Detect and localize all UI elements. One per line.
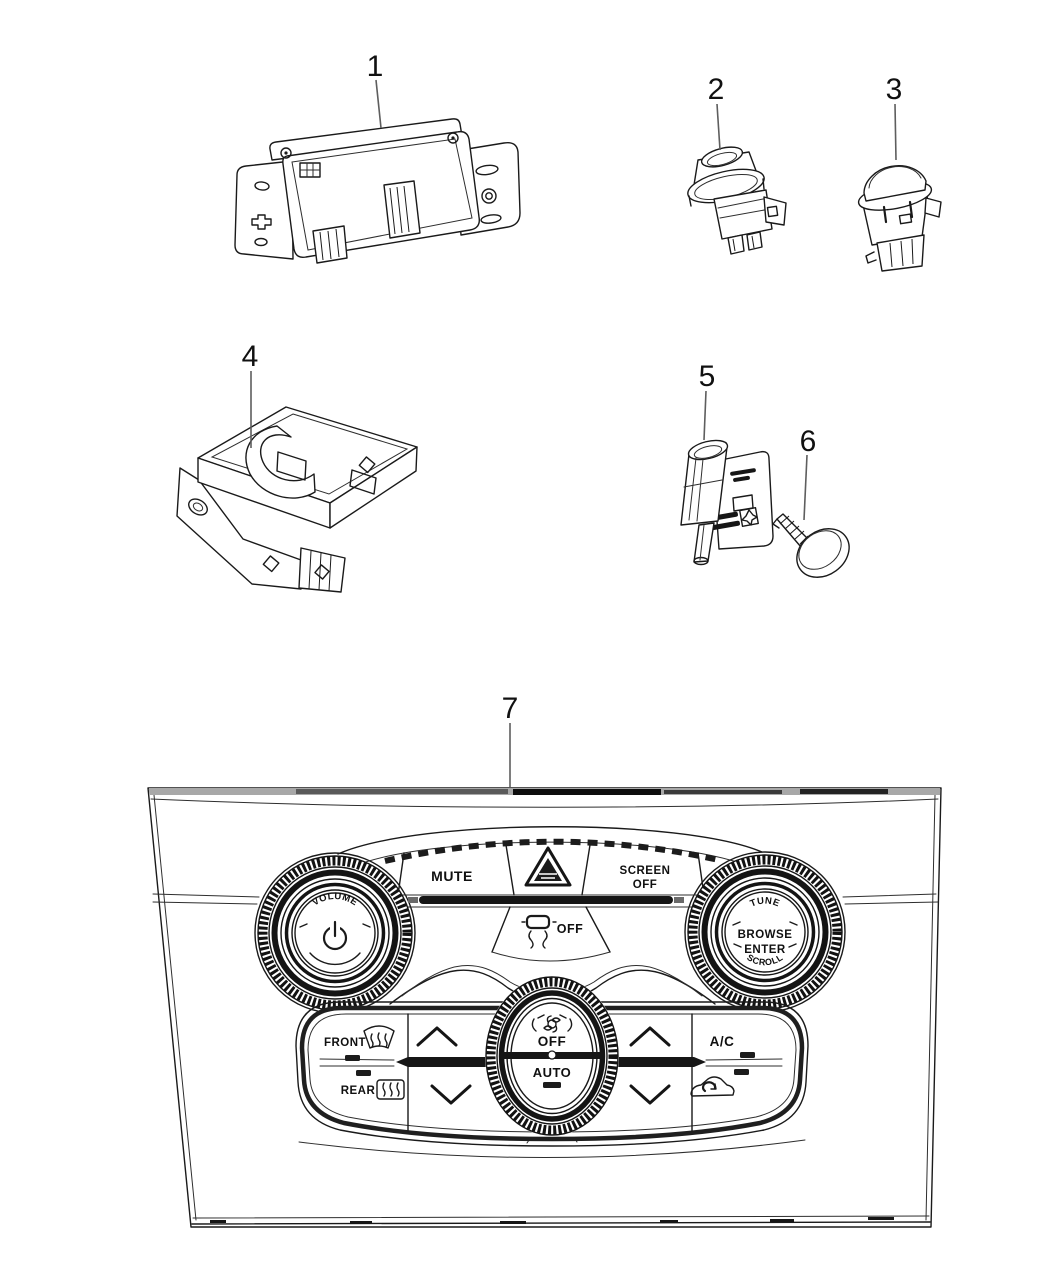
recirculation-icon bbox=[690, 1076, 735, 1097]
temp-up-right-button bbox=[629, 1026, 671, 1047]
mute-button: MUTE bbox=[397, 852, 473, 896]
callout-1-number[interactable]: 1 bbox=[367, 50, 384, 83]
part-7-control-panel: MUTE SCREEN OFF bbox=[147, 787, 942, 1228]
callout-2: 2 bbox=[708, 73, 725, 151]
scroll-label: SCROLL bbox=[745, 952, 784, 967]
svg-text:VOLUME: VOLUME bbox=[310, 891, 359, 909]
hazard-warning-icon bbox=[524, 846, 572, 887]
recirc-button bbox=[690, 1069, 749, 1097]
front-defrost-icon bbox=[363, 1025, 395, 1049]
callout-4-number[interactable]: 4 bbox=[242, 340, 259, 373]
panel-bezel bbox=[147, 787, 942, 1228]
auto-indicator bbox=[543, 1082, 561, 1088]
power-icon bbox=[322, 920, 348, 951]
part-6-screw bbox=[772, 513, 850, 578]
ac-indicator bbox=[740, 1052, 755, 1058]
part1-center-connector bbox=[383, 180, 421, 239]
callout-6-number[interactable]: 6 bbox=[800, 425, 817, 458]
temp-up-left-button bbox=[416, 1026, 458, 1047]
recirc-indicator bbox=[734, 1069, 749, 1075]
ac-button: A/C bbox=[710, 1034, 755, 1058]
callout-7: 7 bbox=[502, 692, 519, 787]
part-5-sensor bbox=[680, 439, 774, 566]
tune-knob: TUNE BROWSE ENTER SCROLL bbox=[687, 854, 843, 1010]
esc-off-button: OFF bbox=[491, 906, 611, 962]
callout-5: 5 bbox=[699, 360, 716, 441]
media-strip bbox=[349, 894, 746, 908]
esc-off-label: OFF bbox=[557, 922, 584, 936]
front-indicator bbox=[345, 1055, 360, 1061]
front-label: FRONT bbox=[324, 1037, 366, 1049]
browse-label: BROWSE bbox=[738, 929, 793, 941]
part2-connector bbox=[713, 189, 773, 240]
temp-down-right-button bbox=[629, 1084, 671, 1105]
part-1-module bbox=[234, 118, 521, 264]
callout-3-number[interactable]: 3 bbox=[886, 73, 903, 106]
part3-dome bbox=[863, 165, 927, 202]
callouts: 1 2 3 4 5 6 7 bbox=[242, 50, 903, 787]
rear-defrost-button: REAR bbox=[341, 1070, 405, 1100]
screen-off-label-1: SCREEN bbox=[620, 865, 671, 877]
front-defrost-button: FRONT bbox=[324, 1025, 395, 1061]
screen-off-button: SCREEN OFF bbox=[620, 852, 705, 896]
part5-pentastar-logo bbox=[739, 507, 759, 527]
svg-text:SCROLL: SCROLL bbox=[745, 952, 785, 967]
radio-cluster: MUTE SCREEN OFF bbox=[254, 826, 846, 1014]
part5-label-text bbox=[708, 468, 756, 531]
temp-down-left-button bbox=[430, 1084, 472, 1105]
part4-clip bbox=[245, 425, 316, 499]
callout-4: 4 bbox=[242, 340, 259, 448]
callout-6: 6 bbox=[800, 425, 817, 521]
fan-auto-knob: OFF AUTO bbox=[485, 976, 619, 1136]
rear-indicator bbox=[356, 1070, 371, 1076]
screen-off-label-2: OFF bbox=[633, 879, 658, 891]
callout-7-number[interactable]: 7 bbox=[502, 692, 519, 725]
part4-connector bbox=[298, 547, 346, 593]
traction-control-icon bbox=[521, 914, 557, 949]
fan-icon bbox=[531, 1014, 573, 1033]
climate-cluster: FRONT REAR bbox=[295, 976, 809, 1147]
callout-2-number[interactable]: 2 bbox=[708, 73, 725, 106]
part-4-module bbox=[176, 406, 418, 593]
callout-3: 3 bbox=[886, 73, 903, 161]
volume-label: VOLUME bbox=[310, 891, 359, 909]
volume-knob: VOLUME bbox=[257, 855, 413, 1011]
callout-5-number[interactable]: 5 bbox=[699, 360, 716, 393]
ac-label: A/C bbox=[710, 1034, 735, 1049]
fan-off-label: OFF bbox=[538, 1034, 567, 1049]
mute-label: MUTE bbox=[431, 868, 473, 884]
callout-1: 1 bbox=[367, 50, 384, 129]
part-3-sensor bbox=[857, 165, 942, 272]
part6-head bbox=[796, 528, 850, 578]
auto-label: AUTO bbox=[533, 1065, 572, 1080]
part1-left-flange bbox=[234, 160, 294, 260]
part1-top-rail bbox=[269, 118, 463, 161]
part-2-sensor bbox=[687, 146, 787, 255]
part1-bottom-connector bbox=[312, 225, 348, 264]
enter-label: ENTER bbox=[744, 944, 786, 956]
vent-dashes bbox=[384, 838, 720, 864]
rear-label: REAR bbox=[341, 1085, 376, 1097]
part5-sensor-top bbox=[687, 439, 729, 461]
hazard-button bbox=[505, 844, 591, 896]
rear-defrost-icon bbox=[376, 1079, 405, 1100]
